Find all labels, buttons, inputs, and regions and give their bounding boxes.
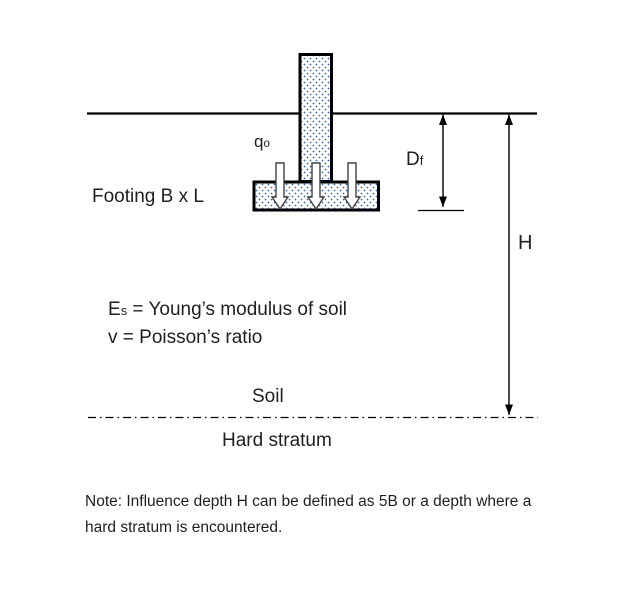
df-arrowhead-down-icon xyxy=(439,196,447,207)
footing-label: Footing B x L xyxy=(92,186,204,207)
h-arrowhead-up-icon xyxy=(505,114,513,125)
poissons-ratio-definition: v = Poisson’s ratio xyxy=(108,327,263,348)
embedment-depth-label: Df xyxy=(406,149,424,170)
hard-stratum-label: Hard stratum xyxy=(222,430,332,451)
soil-label: Soil xyxy=(252,386,284,407)
legend-block: Es = Young’s modulus of soil v = Poisson… xyxy=(108,296,347,352)
youngs-modulus-definition: Es = Young’s modulus of soil xyxy=(108,299,348,320)
df-arrowhead-up-icon xyxy=(439,114,447,125)
h-arrowhead-down-icon xyxy=(505,404,513,415)
note-text: Note: Influence depth H can be defined a… xyxy=(85,493,532,536)
load-arrow-left xyxy=(270,162,290,211)
load-arrow-right xyxy=(342,162,362,211)
load-label: qo xyxy=(254,132,270,151)
influence-depth-label: H xyxy=(518,232,533,254)
load-arrow-center xyxy=(306,162,326,211)
